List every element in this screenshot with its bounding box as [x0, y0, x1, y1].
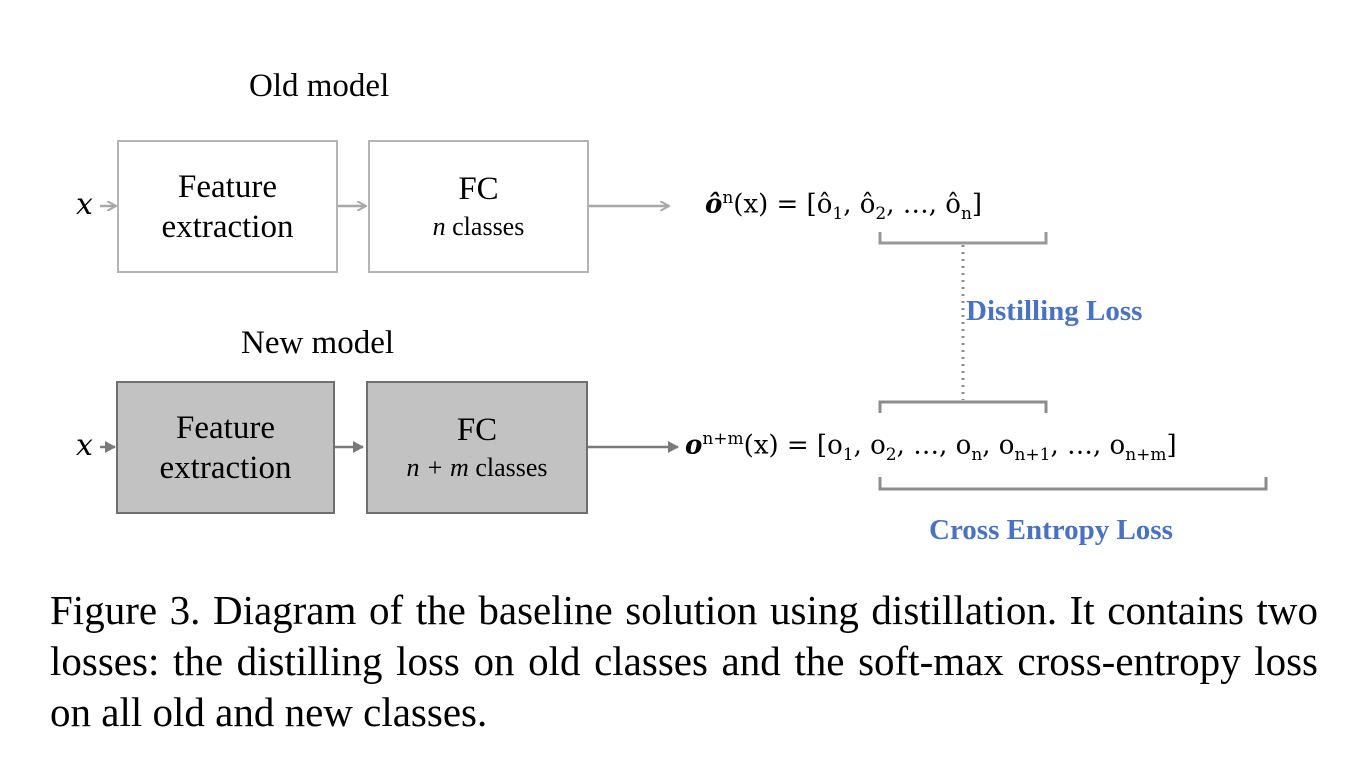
- old-term-sep-1: ,: [843, 189, 860, 220]
- distilling-loss-label: Distilling Loss: [966, 295, 1143, 327]
- new-feature-line2: extraction: [159, 449, 292, 486]
- old-model-title: Old model: [249, 68, 390, 104]
- new-term-sep-4: , …,: [1050, 430, 1110, 461]
- new-fc-classes-text: classes: [468, 452, 548, 482]
- old-fc-line2: n classes: [433, 209, 525, 245]
- new-fc-line2: n + m classes: [406, 450, 547, 486]
- new-term-sub-nm: n+m: [1125, 444, 1167, 465]
- old-term-sub-2: 2: [875, 203, 887, 224]
- new-output-arg: (x) = [: [743, 430, 828, 461]
- new-model-title: New model: [241, 325, 395, 361]
- figure-caption: Figure 3. Diagram of the baseline soluti…: [50, 587, 1318, 735]
- old-term-sym-1: ô: [816, 189, 833, 220]
- old-feature-line2: extraction: [161, 208, 294, 245]
- new-term-sym-1: o: [827, 430, 843, 461]
- old-term-sub-n: n: [960, 203, 972, 224]
- new-term-sym-n: o: [955, 430, 972, 461]
- new-fc-line1: FC: [456, 411, 498, 448]
- new-term-sym-n1: o: [998, 430, 1015, 461]
- new-term-sub-2: 2: [885, 444, 897, 465]
- old-feature-extraction-box: Feature extraction: [117, 140, 338, 273]
- old-fc-classes-text: classes: [445, 211, 525, 241]
- new-output-bottom-bracket: [878, 477, 1268, 491]
- new-term-sym-2: o: [870, 430, 886, 461]
- old-model-input-symbol: x: [76, 187, 93, 222]
- old-term-sym-2: ô: [859, 189, 876, 220]
- old-term-sub-1: 1: [832, 203, 844, 224]
- old-term-close: ]: [971, 189, 983, 220]
- new-term-sub-1: 1: [842, 444, 854, 465]
- cross-entropy-loss-label: Cross Entropy Loss: [929, 514, 1173, 546]
- new-output-symbol: o: [685, 430, 703, 461]
- new-fc-box: FC n + m classes: [366, 381, 588, 514]
- new-feature-line1: Feature: [176, 409, 275, 446]
- new-output-top-bracket: [878, 400, 1048, 413]
- new-term-sub-n1: n+1: [1014, 444, 1051, 465]
- new-term-sub-n: n: [971, 444, 983, 465]
- new-feature-extraction-box: Feature extraction: [116, 381, 335, 514]
- old-output-sup: n: [722, 188, 734, 208]
- old-output-arg: (x) = [: [733, 189, 817, 220]
- new-term-sep-1: ,: [853, 430, 871, 461]
- new-fc-classes-math: n + m: [406, 452, 469, 482]
- old-output-bracket: [878, 232, 1048, 245]
- new-output-sup: n+m: [702, 429, 744, 449]
- new-term-sep-2: , …,: [896, 430, 956, 461]
- new-term-close: ]: [1166, 430, 1177, 461]
- new-model-input-symbol: x: [76, 428, 93, 463]
- old-fc-classes-math: n: [432, 211, 446, 241]
- old-term-sym-n: ô: [945, 189, 961, 220]
- new-term-sym-nm: o: [1109, 430, 1126, 461]
- old-output-formula: ôn(x) = [ô1, ô2, …, ôn]: [705, 190, 982, 223]
- old-term-sep-2: , …,: [886, 189, 946, 220]
- old-fc-box: FC n classes: [368, 140, 589, 273]
- new-term-sep-3: ,: [982, 430, 999, 461]
- old-output-symbol: ô: [705, 189, 723, 220]
- new-output-formula: on+m(x) = [o1, o2, …, on, on+1, …, on+m]: [685, 431, 1177, 464]
- old-feature-line1: Feature: [178, 168, 277, 205]
- old-fc-line1: FC: [458, 170, 499, 207]
